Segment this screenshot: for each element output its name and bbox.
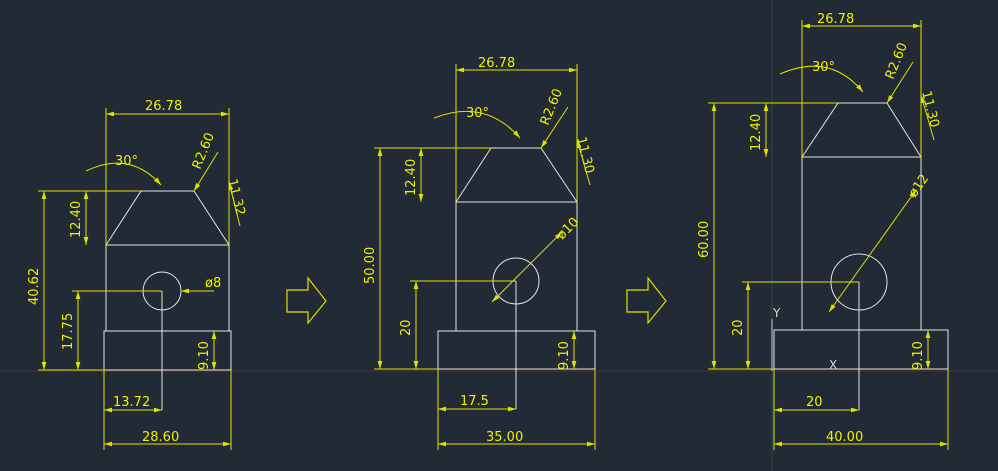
view-2-hole-height-label: 20 xyxy=(399,319,414,336)
view-1-base-width-label: 28.60 xyxy=(142,430,179,445)
view-2-dimensions xyxy=(374,64,596,450)
view-1-chamfer-height-label: 12.40 xyxy=(69,201,84,238)
view-1-chamfer-small-label: 11.32 xyxy=(224,177,248,217)
ucs-x-label: X xyxy=(829,358,837,372)
view-3-base-width-label: 40.00 xyxy=(826,430,863,445)
view-2-total-height-label: 50.00 xyxy=(363,247,378,284)
view-3-dimensions xyxy=(708,20,949,450)
view-1-hole-x-label: 13.72 xyxy=(113,395,150,410)
view-2-base-width-label: 35.00 xyxy=(486,430,523,445)
view-1-base-height-label: 9.10 xyxy=(197,341,212,370)
ucs-icon: Y X xyxy=(771,306,837,372)
view-2: 26.78 30° R2.60 11.30 12.40 50.00 20 9.1… xyxy=(363,56,597,450)
transition-arrow-2 xyxy=(626,276,667,325)
view-1-total-height-label: 40.62 xyxy=(27,268,42,305)
view-1-hole-height-label: 17.75 xyxy=(61,313,76,350)
view-1: 26.78 30° R2.60 11.32 12.40 40.62 17.75 … xyxy=(27,99,248,450)
view-1-radius-label: R2.60 xyxy=(190,131,218,172)
view-3-total-height-label: 60.00 xyxy=(697,221,712,258)
view-2-base-height-label: 9.10 xyxy=(557,341,572,370)
view-3-chamfer-angle-label: 30° xyxy=(812,60,835,75)
view-2-radius-label: R2.60 xyxy=(538,87,566,128)
view-2-chamfer-height-label: 12.40 xyxy=(404,159,419,196)
view-3-chamfer-height-label: 12.40 xyxy=(749,114,764,151)
view-1-hole-dia-label: ø8 xyxy=(205,276,221,291)
view-1-top-width-label: 26.78 xyxy=(145,99,182,114)
view-3-hole-x-label: 20 xyxy=(806,395,823,410)
view-3-hole-dia-label: ø12 xyxy=(906,172,932,201)
view-3-top-width-label: 26.78 xyxy=(817,12,854,27)
view-3-radius-label: R2.60 xyxy=(883,41,911,82)
view-3-chamfer-small-label: 11.30 xyxy=(918,89,942,129)
transition-arrow-1 xyxy=(286,276,327,325)
ucs-y-label: Y xyxy=(772,306,781,320)
view-1-geometry xyxy=(103,190,232,410)
view-3-base-height-label: 9.10 xyxy=(911,341,926,370)
view-3: 26.78 30° R2.60 11.30 12.40 60.00 20 9.1… xyxy=(697,12,949,450)
view-3-hole-height-label: 20 xyxy=(731,319,746,336)
view-2-top-width-label: 26.78 xyxy=(478,56,515,71)
view-2-chamfer-angle-label: 30° xyxy=(466,106,489,121)
view-2-hole-dia-label: ø10 xyxy=(554,215,582,243)
view-1-chamfer-angle-label: 30° xyxy=(115,154,138,169)
view-2-hole-x-label: 17.5 xyxy=(460,394,489,409)
view-1-dimensions xyxy=(38,108,241,450)
